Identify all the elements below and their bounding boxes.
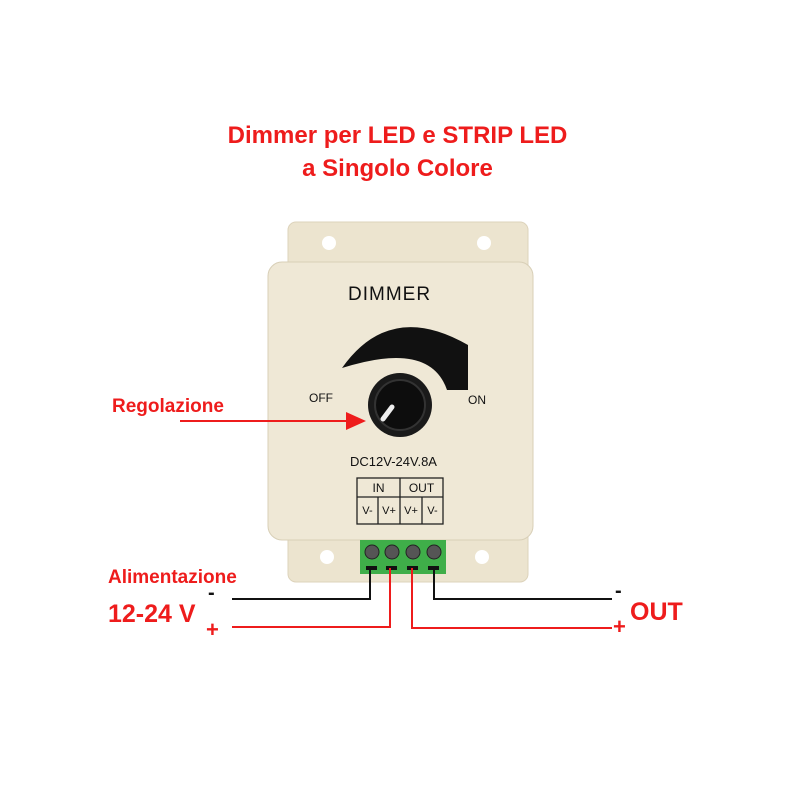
wire-input-positive (232, 568, 391, 628)
power-annotation: Alimentazione (108, 567, 237, 588)
terminal-group-in: IN (372, 481, 385, 495)
on-label: ON (468, 393, 486, 407)
input-minus-sign: - (208, 582, 215, 604)
brightness-scale-arc (342, 327, 468, 390)
input-plus-sign: + (206, 617, 219, 642)
title-line-1: Dimmer per LED e STRIP LED (227, 122, 568, 149)
output-annotation: OUT (630, 598, 683, 626)
wire-input-negative (232, 568, 371, 600)
rating-label: DC12V-24V.8A (350, 454, 437, 469)
terminal-pin: V- (362, 505, 373, 517)
title-line-2: a Singolo Colore (302, 155, 493, 182)
terminal-pin: V+ (382, 505, 396, 517)
wire-output-positive (411, 568, 612, 629)
off-label: OFF (309, 391, 333, 405)
terminal-pin: V+ (404, 505, 418, 517)
voltage-annotation: 12-24 V (108, 600, 196, 628)
mounting-hole (477, 236, 491, 250)
wire-output-negative (433, 568, 612, 600)
terminal-table (356, 477, 444, 525)
output-plus-sign: + (613, 614, 626, 639)
arrow-head-icon (346, 412, 366, 430)
knob-annotation: Regolazione (112, 396, 224, 417)
terminal-pin: V- (427, 505, 438, 517)
device-name-label: DIMMER (348, 284, 432, 305)
mounting-hole (322, 236, 336, 250)
output-minus-sign: - (615, 580, 622, 602)
knob-indicator (380, 404, 395, 422)
mounting-hole (475, 550, 489, 564)
terminal-group-out: OUT (408, 481, 435, 495)
mounting-hole (320, 550, 334, 564)
